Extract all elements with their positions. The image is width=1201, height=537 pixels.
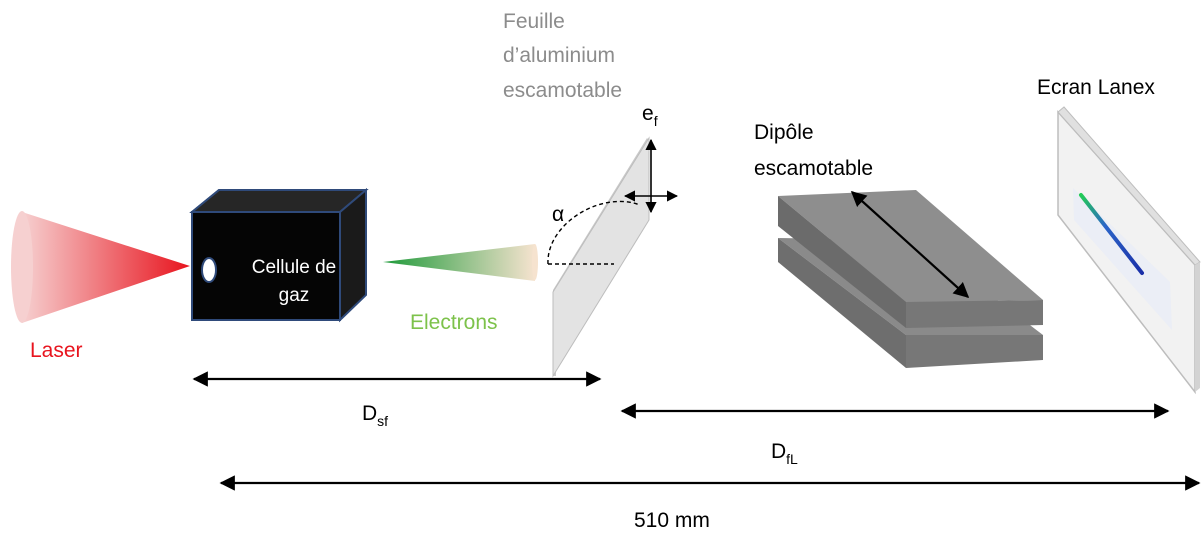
screen-label: Ecran Lanex <box>1037 76 1155 99</box>
dipole-label-line2: escamotable <box>754 157 873 180</box>
cell-label-line1: Cellule de <box>252 257 337 278</box>
foil-label-line2: d’aluminium <box>503 44 615 67</box>
laser-cone <box>11 211 190 323</box>
aluminium-foil <box>547 136 679 378</box>
electron-beam <box>383 244 538 281</box>
cell-aperture-icon <box>201 257 217 283</box>
d-fl-label: DfL <box>771 440 798 467</box>
d-sf-label: Dsf <box>362 402 388 429</box>
lanex-screen <box>1057 106 1201 395</box>
electrons-label: Electrons <box>410 311 498 334</box>
total-distance-label: 510 mm <box>634 509 710 532</box>
dipole-magnet <box>778 190 1043 368</box>
dipole-label-line1: Dipôle <box>754 121 814 144</box>
laser-label: Laser <box>30 339 83 362</box>
gas-cell <box>189 187 369 323</box>
foil-label-line3: escamotable <box>503 79 622 102</box>
foil-label-line1: Feuille <box>503 10 565 33</box>
cell-label-line2: gaz <box>279 285 310 306</box>
angle-label: α <box>552 203 564 226</box>
electron-spot-trace <box>1079 193 1144 275</box>
foil-thickness-label: ef <box>642 102 658 129</box>
